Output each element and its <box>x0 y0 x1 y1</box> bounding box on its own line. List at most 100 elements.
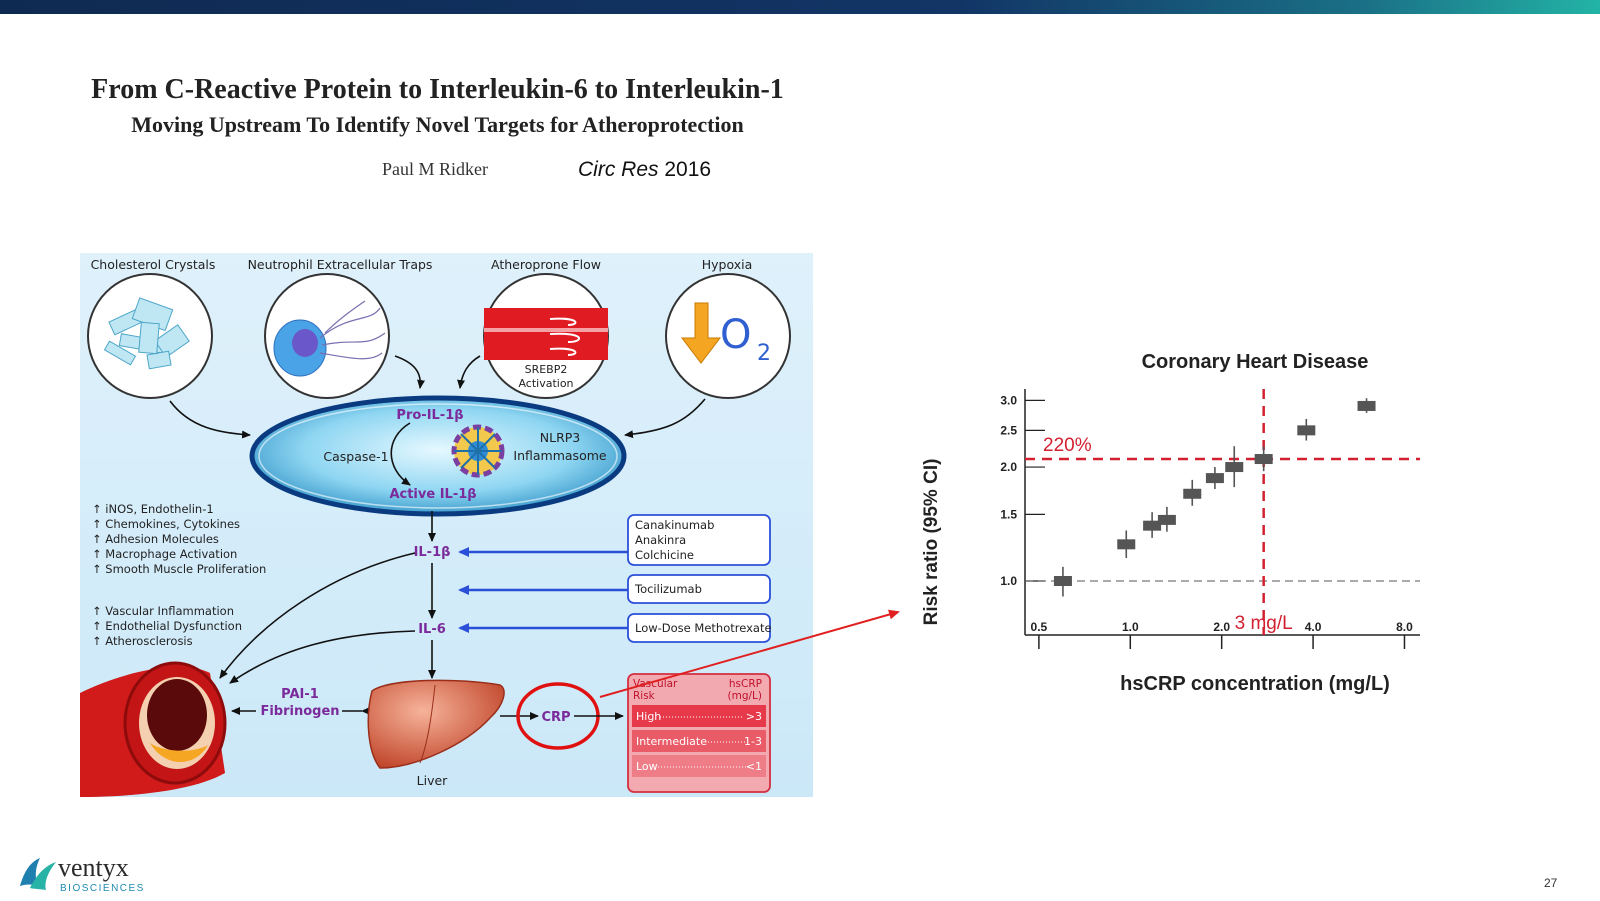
risk-row-label: High <box>636 710 661 723</box>
arrow-nets <box>394 355 426 389</box>
active-il1b-label: Active IL-1β <box>389 487 476 502</box>
pai1-label: PAI-1 <box>281 687 319 702</box>
effects-list-il1b: ↑ iNOS, Endothelin-1 ↑ Chemokines, Cytok… <box>92 502 266 576</box>
effect-item: ↑ Chemokines, Cytokines <box>92 517 240 531</box>
inflammasome-oval: Pro-IL-1β Caspase-1 NLRP3 Inflammasome A… <box>249 395 627 517</box>
crp-to-chart-arrow <box>599 609 900 698</box>
svg-text:Risk: Risk <box>633 690 656 702</box>
chart-svg: Coronary Heart Disease hsCRP concentrati… <box>921 351 1420 695</box>
effect-item: ↑ iNOS, Endothelin-1 <box>92 502 214 516</box>
risk-row-value: >3 <box>746 710 762 723</box>
trigger-cholesterol-crystals: Cholesterol Crystals <box>91 257 216 272</box>
chart-y-tick-label: 2.5 <box>1000 423 1017 437</box>
risk-row-value: 1-3 <box>744 735 762 748</box>
journal-citation: Circ Res 2016 <box>578 158 712 181</box>
chart-point <box>1357 400 1376 411</box>
ventyx-logo-mark: ventyx BIOSCIENCES <box>20 853 145 894</box>
crp-node: CRP <box>541 710 570 725</box>
logo-subtitle: BIOSCIENCES <box>60 883 145 894</box>
ventyx-logo: ventyx BIOSCIENCES <box>16 852 166 896</box>
drug-canakinumab: Canakinumab <box>635 518 714 532</box>
trigger-nets: Neutrophil Extracellular Traps <box>248 257 433 272</box>
slide-number: 27 <box>1544 876 1558 890</box>
fibrinogen-label: Fibrinogen <box>260 704 339 719</box>
crp-risk-table: Vascular Risk hsCRP (mg/L) High >3 Inter… <box>627 673 771 793</box>
liver-label: Liver <box>417 773 449 788</box>
chd-risk-chart: Coronary Heart Disease hsCRP concentrati… <box>915 350 1475 700</box>
effect-item: ↑ Vascular Inflammation <box>92 604 234 618</box>
page-title: From C-Reactive Protein to Interleukin-6… <box>91 74 784 105</box>
arrow-il6-to-vessel <box>229 630 416 684</box>
effect-item: ↑ Endothelial Dysfunction <box>92 619 242 633</box>
chart-point <box>1205 473 1224 484</box>
svg-text:hsCRP: hsCRP <box>729 678 762 690</box>
nlrp3-label: NLRP3 <box>540 430 581 445</box>
arrow-caspase <box>390 422 411 486</box>
svg-text:Vascular: Vascular <box>633 678 678 690</box>
inflammasome-label: Inflammasome <box>513 448 606 463</box>
chart-point <box>1117 539 1136 550</box>
o2-symbol: O <box>720 312 751 358</box>
arrow-flow <box>457 355 481 389</box>
effect-item: ↑ Macrophage Activation <box>92 547 237 561</box>
il6-node: IL-6 <box>418 622 446 637</box>
chart-point <box>1157 514 1176 525</box>
nlrp3-complex-icon <box>451 424 505 478</box>
top-accent-bar <box>0 0 1600 14</box>
chart-y-tick-label: 2.0 <box>1000 460 1017 474</box>
activation-label: Activation <box>518 377 573 390</box>
drug-colchicine: Colchicine <box>635 548 694 562</box>
chart-x-axis-label: hsCRP concentration (mg/L) <box>1120 673 1390 695</box>
author: Paul M Ridker <box>382 159 488 179</box>
srebp2-label: SREBP2 <box>525 363 568 376</box>
drug-box-il1b-inhibitors: Canakinumab Anakinra Colchicine <box>627 514 771 566</box>
chart-y-tick-label: 3.0 <box>1000 393 1017 407</box>
chart-point <box>1143 520 1162 531</box>
o2-subscript: 2 <box>757 341 771 366</box>
svg-text:Tocilizumab: Tocilizumab <box>634 582 702 596</box>
effect-item: ↑ Adhesion Molecules <box>92 532 219 546</box>
arrow-il1b-to-vessel <box>219 552 416 679</box>
trigger-atheroprone-flow: Atheroprone Flow <box>491 257 601 272</box>
chart-point <box>1225 462 1244 473</box>
logo-wordmark: ventyx <box>58 853 129 882</box>
chart-y-axis-label: Risk ratio (95% CI) <box>921 459 942 626</box>
inflammation-pathway-diagram: Cholesterol Crystals Neutrophil Extracel… <box>80 253 813 797</box>
drug-box-methotrexate: Low-Dose Methotrexate <box>627 613 772 643</box>
liver-icon <box>367 679 505 769</box>
hypoxia-o2-icon: O 2 <box>665 273 791 399</box>
chart-point <box>1254 454 1273 465</box>
atheroprone-flow-icon: SREBP2 Activation <box>483 273 609 399</box>
drug-anakinra: Anakinra <box>635 533 686 547</box>
chart-point <box>1053 575 1072 586</box>
caspase-label: Caspase-1 <box>323 449 388 464</box>
chart-x-tick-label: 2.0 <box>1213 620 1230 634</box>
risk-row-value: <1 <box>746 760 762 773</box>
chart-y-tick-label: 1.0 <box>1000 574 1017 588</box>
chart-point <box>1183 488 1202 499</box>
arrow-hypoxia <box>624 398 706 439</box>
artery-cross-section-icon <box>80 661 227 797</box>
pathway-svg: Cholesterol Crystals Neutrophil Extracel… <box>80 257 791 797</box>
effects-list-il6: ↑ Vascular Inflammation ↑ Endothelial Dy… <box>92 604 242 648</box>
chart-hline-label: 220% <box>1043 435 1092 456</box>
risk-row-label: Intermediate <box>636 735 707 748</box>
cholesterol-crystals-icon <box>87 273 213 399</box>
chart-title: Coronary Heart Disease <box>1142 351 1369 373</box>
effect-item: ↑ Smooth Muscle Proliferation <box>92 562 266 576</box>
chart-x-tick-label: 0.5 <box>1031 620 1048 634</box>
chart-x-tick-label: 1.0 <box>1122 620 1139 634</box>
risk-row-label: Low <box>636 760 658 773</box>
neutrophil-traps-icon <box>264 273 390 399</box>
chart-x-tick-label: 8.0 <box>1396 620 1413 634</box>
svg-text:(mg/L): (mg/L) <box>728 690 762 702</box>
chart-x-tick-label: 4.0 <box>1305 620 1322 634</box>
chart-y-tick-label: 1.5 <box>1000 507 1017 521</box>
arrow-cholesterol <box>169 400 251 439</box>
il1b-node: IL-1β <box>414 545 451 560</box>
pro-il1b-label: Pro-IL-1β <box>396 408 463 423</box>
chart-vline-label: 3 mg/L <box>1235 613 1293 634</box>
svg-text:Low-Dose Methotrexate: Low-Dose Methotrexate <box>635 621 772 635</box>
effect-item: ↑ Atherosclerosis <box>92 634 193 648</box>
